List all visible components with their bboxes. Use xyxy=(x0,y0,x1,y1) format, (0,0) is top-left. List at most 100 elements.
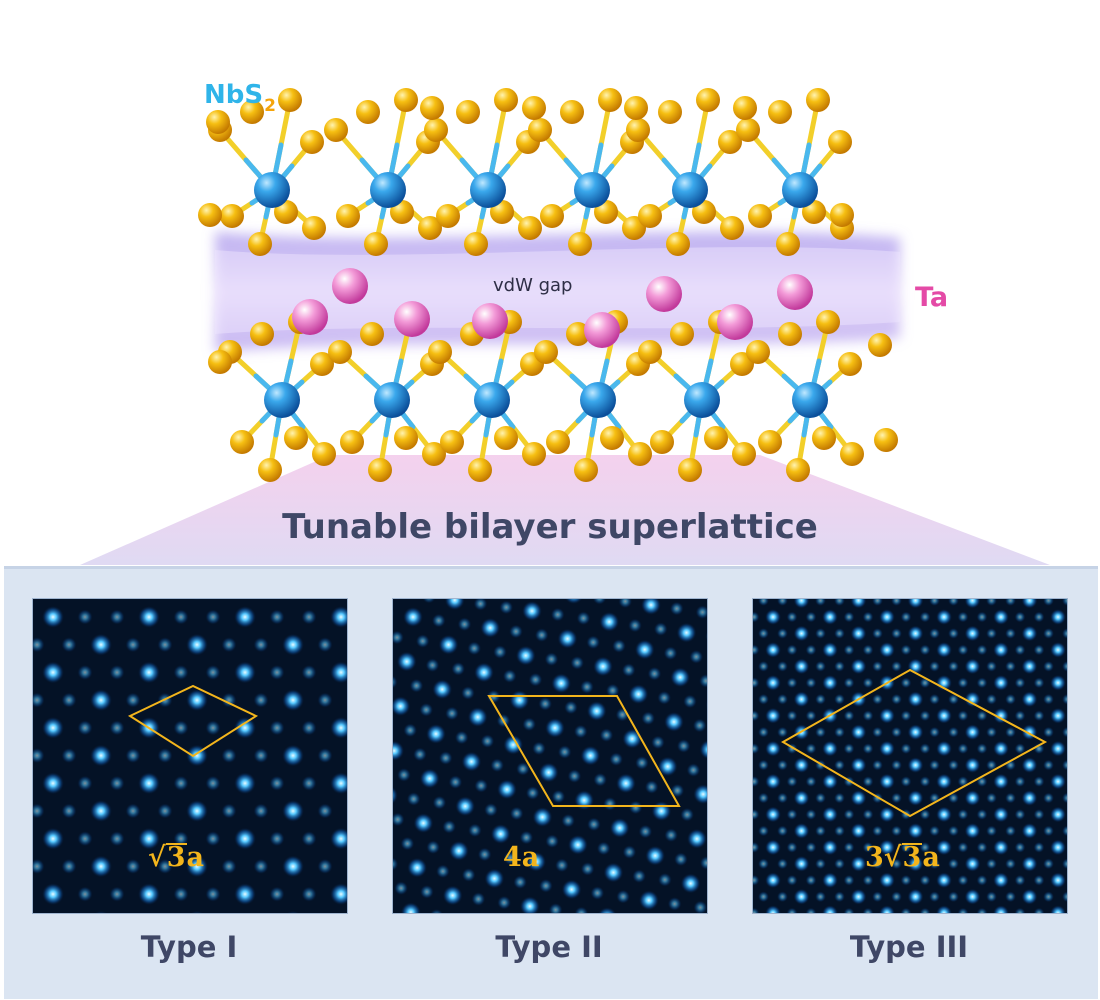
stm-spot xyxy=(419,768,440,789)
stm-spot xyxy=(503,851,518,866)
stm-spot xyxy=(786,874,798,886)
stm-spot xyxy=(682,694,697,709)
stm-spot xyxy=(531,741,546,756)
stm-spot xyxy=(282,799,304,822)
stm-spot xyxy=(1042,693,1055,705)
sulfur-atom xyxy=(638,340,662,364)
stm-spot xyxy=(526,851,547,872)
stm-spot xyxy=(976,874,988,886)
stm-spot xyxy=(282,855,304,878)
stm-spot xyxy=(432,795,447,810)
stm-spot xyxy=(822,740,838,757)
sulfur-atom xyxy=(600,426,624,450)
stm-spot xyxy=(317,637,333,653)
stm-spot xyxy=(776,792,789,804)
stm-spot xyxy=(509,806,524,821)
stm-spot xyxy=(403,607,423,627)
stm-spot xyxy=(534,628,549,643)
stm-spot xyxy=(647,666,662,681)
stm-spot xyxy=(593,772,608,787)
stm-image-type-3 xyxy=(752,598,1068,914)
stm-spot xyxy=(993,872,1009,889)
stm-spot xyxy=(471,892,486,907)
stm-spot xyxy=(473,662,494,683)
stm-spot xyxy=(205,831,221,847)
stm-spot xyxy=(1050,872,1066,889)
stm-spot xyxy=(432,679,453,700)
stm-image-type-1 xyxy=(32,598,348,914)
stm-spot xyxy=(919,907,931,913)
stm-spot xyxy=(461,751,482,772)
stm-spot xyxy=(234,661,256,684)
stm-spot xyxy=(900,644,912,656)
stm-spot xyxy=(976,611,988,623)
stm-spot xyxy=(282,689,304,712)
stm-spot xyxy=(833,627,846,640)
stm-spot xyxy=(753,743,760,755)
stm-spot xyxy=(871,825,884,837)
stm-spot xyxy=(125,692,141,708)
stm-spot xyxy=(407,857,428,878)
stm-spot xyxy=(109,831,125,847)
sulfur-atom xyxy=(746,340,770,364)
stm-spot xyxy=(776,599,789,607)
stm-spot xyxy=(957,710,969,722)
stm-spot xyxy=(793,822,810,839)
stm-spot xyxy=(786,644,798,656)
stm-spot xyxy=(532,807,553,828)
stm-spot xyxy=(477,847,492,862)
stm-spot xyxy=(638,890,659,911)
stm-spot xyxy=(269,775,285,791)
stm-spot xyxy=(253,692,269,708)
stm-spot xyxy=(776,858,789,870)
stm-spot xyxy=(757,660,770,672)
stm-spot xyxy=(634,755,649,770)
stm-spot xyxy=(574,906,589,913)
stm-spot xyxy=(900,907,912,913)
stm-spot xyxy=(753,677,760,689)
stm-spot xyxy=(699,855,707,870)
stm-spot xyxy=(519,896,540,913)
stm-spot xyxy=(793,757,810,774)
stm-spot xyxy=(793,855,810,872)
stm-spot xyxy=(936,839,952,856)
stm-spot xyxy=(822,773,838,790)
stm-spot xyxy=(907,855,924,872)
stm-spot xyxy=(269,886,285,902)
stm-spot xyxy=(822,806,838,823)
stm-spot xyxy=(985,693,998,705)
sulfur-atom xyxy=(638,204,662,228)
stm-spot xyxy=(609,817,630,838)
stm-spot xyxy=(843,677,855,689)
stm-spot xyxy=(753,874,760,886)
stm-spot xyxy=(400,836,415,851)
stm-spot xyxy=(833,858,846,870)
stm-spot xyxy=(565,599,583,605)
stm-spot xyxy=(61,858,77,875)
sulfur-atom xyxy=(336,204,360,228)
stm-spot xyxy=(1050,806,1066,823)
stm-spot xyxy=(900,611,912,623)
stm-spot xyxy=(862,841,874,853)
stm-spot xyxy=(814,792,827,804)
stm-spot xyxy=(919,775,931,788)
sulfur-atom xyxy=(666,232,690,256)
stm-spot xyxy=(1042,660,1055,672)
stm-spot xyxy=(765,609,781,625)
sulfur-atom xyxy=(816,310,840,334)
niobium-atom xyxy=(574,172,610,208)
stm-spot xyxy=(138,772,160,795)
stm-spot xyxy=(765,674,781,691)
stm-spot xyxy=(657,690,672,705)
niobium-atom xyxy=(264,382,300,418)
stm-spot xyxy=(413,813,434,834)
sulfur-atom xyxy=(310,352,334,376)
stm-spot xyxy=(822,839,838,856)
stm-spot xyxy=(752,658,753,674)
sulfur-atom xyxy=(624,96,648,120)
stm-spot xyxy=(786,841,798,853)
stm-spot xyxy=(525,785,540,800)
stm-spot xyxy=(1021,789,1038,806)
sulfur-atom xyxy=(230,430,254,454)
stm-spot xyxy=(157,858,173,875)
